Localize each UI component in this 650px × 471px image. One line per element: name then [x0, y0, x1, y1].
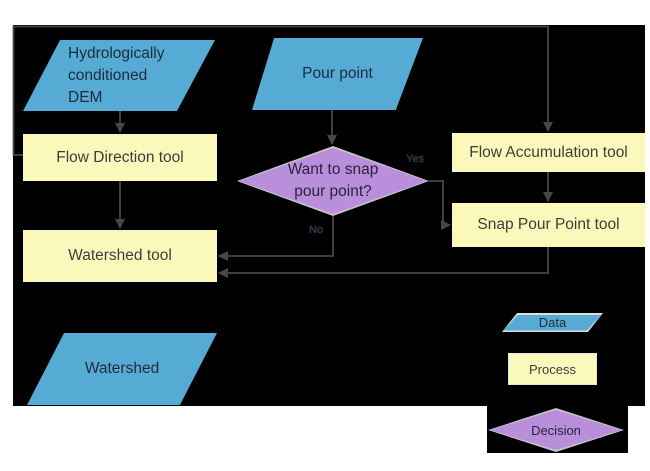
connector-decision-no-to-watershed-tool — [218, 216, 334, 261]
connector-flow-direction-to-flow-accumulation — [12, 25, 553, 156]
node-label: Flow Accumulation tool — [469, 143, 628, 161]
node-label: Want to snap pour point? — [287, 161, 379, 200]
node-watershed-tool: Watershed tool — [23, 230, 217, 282]
node-label: Hydrologically conditioned DEM — [68, 45, 165, 106]
node-watershed: Watershed — [27, 333, 217, 405]
legend-label-decision: Decision — [531, 422, 581, 438]
node-label: Snap Pour Point tool — [477, 216, 620, 233]
legend-label-data: Data — [538, 315, 567, 330]
node-flow-direction-tool: Flow Direction tool — [23, 134, 217, 181]
legend-data-shape: Data — [502, 313, 603, 332]
node-snap-pour-point-tool: Snap Pour Point tool — [452, 203, 645, 247]
connector-decision-yes-to-snap-pour-point — [429, 180, 451, 230]
connector-snap-pour-point-to-watershed-tool — [218, 247, 549, 278]
node-flow-accumulation-tool: Flow Accumulation tool — [452, 133, 645, 172]
node-label: Pour point — [302, 65, 373, 82]
node-label: Flow Direction tool — [56, 148, 184, 166]
node-label: Watershed — [84, 360, 160, 377]
legend-data-fill: Data — [503, 314, 602, 331]
node-hydrologically-conditioned-dem: Hydrologically conditioned DEM — [23, 40, 215, 111]
node-label: Watershed tool — [68, 247, 172, 264]
edge-label-no: No — [309, 224, 324, 236]
edge-label-yes: Yes — [406, 153, 424, 165]
legend-label-process: Process — [529, 361, 576, 377]
legend-process-shape: Process — [508, 353, 597, 385]
node-pour-point: Pour point — [252, 38, 423, 110]
